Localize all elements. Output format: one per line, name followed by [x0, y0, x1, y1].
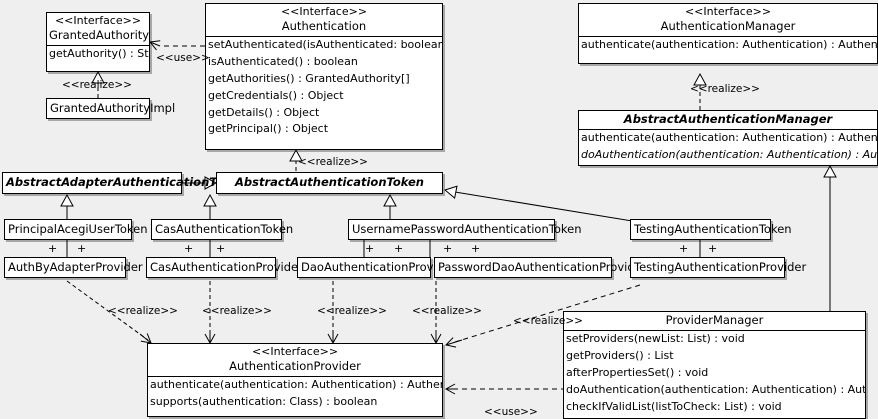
association-marker-plus: +: [394, 242, 404, 255]
class-name: UsernamePasswordAuthenticationToken: [352, 222, 582, 236]
class-username-password-authentication-token[interactable]: UsernamePasswordAuthenticationToken: [348, 219, 582, 240]
class-authentication-manager[interactable]: <<Interface>> AuthenticationManager auth…: [578, 3, 878, 64]
association-marker-plus: +: [216, 242, 226, 255]
class-cas-authentication-token[interactable]: CasAuthenticationToken: [151, 219, 294, 240]
class-header: <<Interface>> AuthenticationProvider: [148, 344, 442, 376]
class-name: Authentication: [281, 18, 367, 33]
class-principal-acegi-user-token[interactable]: PrincipalAcegiUserToken: [4, 219, 148, 240]
class-name: CasAuthenticationToken: [155, 222, 294, 236]
class-header: <<Interface>> AuthenticationManager: [579, 4, 877, 36]
class-name: TestingAuthenticationToken: [634, 222, 792, 236]
class-name: PasswordDaoAuthenticationProvider: [438, 260, 647, 274]
operation: setAuthenticated(isAuthenticated: boolea…: [208, 37, 442, 51]
class-name: AuthenticationManager: [660, 18, 796, 33]
stereotype-label: <<Interface>>: [684, 5, 772, 18]
operation: afterPropertiesSet() : void: [566, 365, 709, 379]
class-name: PrincipalAcegiUserToken: [8, 222, 148, 236]
class-testing-authentication-token[interactable]: TestingAuthenticationToken: [630, 219, 792, 240]
class-abstract-adapter-authentication-token[interactable]: AbstractAdapterAuthenticationToken: [2, 172, 247, 194]
operation: isAuthenticated() : boolean: [208, 54, 358, 68]
class-cas-authentication-provider[interactable]: CasAuthenticationProvider: [146, 257, 303, 278]
operation: checkIfValidList(listToCheck: List) : vo…: [566, 399, 782, 413]
class-dao-authentication-provider[interactable]: DaoAuthenticationProvider: [297, 257, 456, 278]
operation: getPrincipal() : Object: [208, 122, 329, 136]
class-name: DaoAuthenticationProvider: [301, 260, 456, 274]
edge-label-realize-dao-provider: <<realize>>: [317, 305, 387, 317]
class-auth-by-adapter-provider[interactable]: AuthByAdapterProvider: [4, 257, 143, 278]
operations-compartment: authenticate(authentication: Authenticat…: [579, 128, 877, 164]
stereotype-label: <<Interface>>: [251, 345, 339, 358]
edge-label-realize-auth-by-adapter-provider: <<realize>>: [108, 305, 178, 317]
class-name: AuthenticationProvider: [229, 358, 361, 373]
class-provider-manager[interactable]: ProviderManager setProviders(newList: Li…: [563, 311, 866, 419]
class-granted-authority-impl[interactable]: GrantedAuthorityImpl: [46, 98, 176, 119]
operation: authenticate(authentication: Authenticat…: [581, 130, 877, 144]
association-marker-plus: +: [184, 242, 194, 255]
association-marker-plus: +: [443, 242, 453, 255]
class-name: ProviderManager: [665, 313, 764, 327]
operation: authenticate(authentication: Authenticat…: [581, 37, 877, 51]
class-name: TestingAuthenticationProvider: [634, 260, 807, 274]
edge-label-realize-testing-provider: <<realize>>: [513, 315, 583, 327]
edge-label-realize-cas-provider: <<realize>>: [202, 305, 272, 317]
operation: getAuthorities() : GrantedAuthority[]: [208, 71, 410, 85]
operations-compartment: setAuthenticated(isAuthenticated: boolea…: [206, 35, 442, 139]
class-name: AuthByAdapterProvider: [8, 260, 143, 274]
operation: getCredentials() : Object: [208, 88, 344, 102]
operations-compartment: setProviders(newList: List) : void getPr…: [564, 329, 865, 416]
association-marker-plus: +: [48, 242, 58, 255]
association-marker-plus: +: [365, 242, 375, 255]
operation: getDetails() : Object: [208, 105, 320, 119]
class-granted-authority[interactable]: <<Interface>> GrantedAuthority getAuthor…: [46, 12, 150, 72]
class-name: AbstractAuthenticationManager: [623, 112, 833, 126]
class-password-dao-authentication-provider[interactable]: PasswordDaoAuthenticationProvider: [434, 257, 647, 278]
edge-label-use-provider-manager: <<use>>: [484, 406, 538, 418]
class-abstract-authentication-token[interactable]: AbstractAuthenticationToken: [216, 172, 443, 194]
class-abstract-authentication-manager[interactable]: AbstractAuthenticationManager authentica…: [578, 110, 878, 166]
operations-compartment: authenticate(authentication: Authenticat…: [148, 375, 442, 411]
association-marker-plus: +: [679, 242, 689, 255]
class-name: GrantedAuthorityImpl: [50, 101, 176, 115]
class-authentication[interactable]: <<Interface>> Authentication setAuthenti…: [205, 3, 443, 150]
class-name: GrantedAuthority: [49, 27, 150, 42]
operation: getProviders() : List: [566, 348, 674, 362]
edge-label-realize-abstract-authentication-token: <<realize>>: [298, 156, 368, 168]
operation: supports(authentication: Class) : boolea…: [150, 394, 378, 408]
stereotype-label: <<Interface>>: [280, 5, 368, 18]
class-header: <<Interface>> GrantedAuthority: [47, 13, 149, 45]
association-marker-plus: +: [77, 242, 87, 255]
edge-label-realize-abstract-authentication-manager: <<realize>>: [690, 83, 760, 95]
stereotype-label: <<Interface>>: [54, 14, 142, 27]
class-name: AbstractAdapterAuthenticationToken: [6, 175, 247, 189]
operations-compartment: authenticate(authentication: Authenticat…: [579, 35, 877, 54]
class-name: CasAuthenticationProvider: [150, 260, 303, 274]
operation: getAuthority() : String: [49, 46, 149, 60]
operations-compartment: getAuthority() : String: [47, 44, 149, 63]
edge-label-use-granted-authority: <<use>>: [156, 52, 210, 64]
operation: doAuthentication(authentication: Authent…: [581, 147, 877, 161]
association-marker-plus: +: [471, 242, 481, 255]
operation: authenticate(authentication: Authenticat…: [150, 377, 442, 391]
association-marker-plus: +: [708, 242, 718, 255]
class-authentication-provider[interactable]: <<Interface>> AuthenticationProvider aut…: [147, 343, 443, 417]
operation: setProviders(newList: List) : void: [566, 331, 745, 345]
edge-label-realize-granted-authority-impl: <<realize>>: [62, 79, 132, 91]
class-header: ProviderManager: [564, 312, 865, 330]
operation: doAuthentication(authentication: Authent…: [566, 382, 865, 396]
class-testing-authentication-provider[interactable]: TestingAuthenticationProvider: [630, 257, 807, 278]
class-header: AbstractAuthenticationManager: [579, 111, 877, 129]
edge-label-realize-password-dao-provider: <<realize>>: [412, 305, 482, 317]
class-name: AbstractAuthenticationToken: [234, 175, 424, 189]
class-header: <<Interface>> Authentication: [206, 4, 442, 36]
